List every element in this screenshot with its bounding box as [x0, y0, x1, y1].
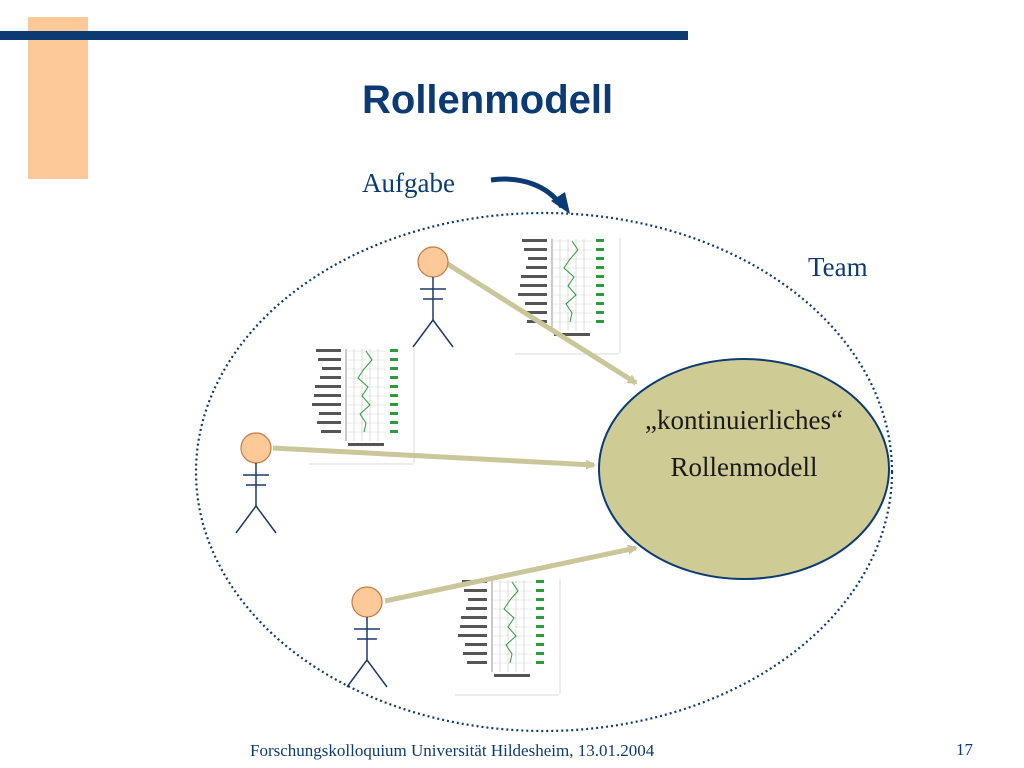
header-rule [0, 31, 688, 40]
role-model-ellipse [598, 358, 890, 580]
member-arrow [444, 260, 638, 386]
member-arrow [272, 445, 596, 470]
role-model-line1: „kontinuierliches“ [645, 405, 843, 435]
task-label: Aufgabe [362, 168, 455, 198]
stick-figure-icon [346, 586, 388, 688]
accent-bar [28, 17, 88, 179]
slide-title: Rollenmodell [362, 78, 614, 122]
team-boundary [194, 211, 894, 733]
role-profile-chart [305, 345, 417, 467]
role-model-line2: Rollenmodell [670, 452, 818, 482]
role-profile-chart [451, 576, 563, 698]
stick-figure-icon [412, 246, 454, 348]
task-arrowhead [551, 192, 570, 214]
task-arrow [490, 176, 565, 209]
team-label: Team [808, 252, 868, 282]
stick-figure-icon [235, 432, 277, 534]
page-number: 17 [956, 740, 973, 759]
footer-text: Forschungskolloquium Universität Hildesh… [250, 741, 655, 760]
member-arrow [384, 544, 638, 604]
